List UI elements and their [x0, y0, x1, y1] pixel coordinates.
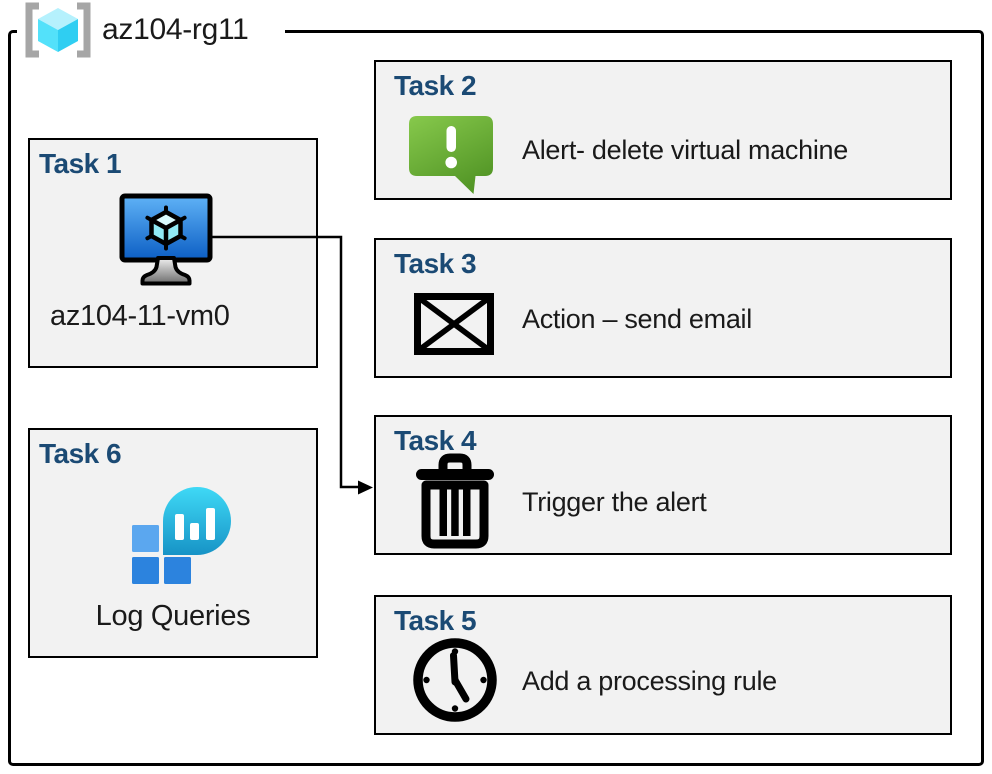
task4-label: Trigger the alert [522, 487, 707, 517]
task2-title: Task 2 [394, 70, 477, 101]
task4-title: Task 4 [394, 425, 477, 456]
resource-group-icon [25, 2, 91, 58]
task1-title: Task 1 [39, 148, 122, 179]
resource-group-title: az104-rg11 [102, 13, 249, 46]
task6-box: Task 6 Log Queries [28, 428, 318, 658]
task1-label: az104-11-vm0 [50, 300, 230, 332]
task5-title: Task 5 [394, 605, 477, 636]
virtual-machine-icon [119, 193, 213, 286]
task3-title: Task 3 [394, 248, 477, 279]
task5-label: Add a processing rule [522, 666, 777, 696]
task1-box: Task 1 [28, 138, 318, 368]
trash-can-icon [416, 453, 494, 549]
task5-box: Task 5 Add a processing rule [374, 595, 952, 735]
task6-title: Task 6 [39, 438, 122, 469]
task2-label: Alert- delete virtual machine [522, 135, 848, 165]
task3-box: Task 3 Action – send email [374, 238, 952, 378]
task6-label: Log Queries [95, 600, 251, 632]
border-gap [17, 26, 285, 37]
task4-box: Task 4 Trigger the alert [374, 415, 952, 555]
task3-label: Action – send email [522, 304, 752, 334]
email-envelope-icon [414, 293, 494, 355]
alert-message-icon [409, 116, 493, 194]
log-analytics-icon [132, 487, 231, 584]
clock-icon [413, 638, 497, 722]
task2-box: Task 2 Alert- delete virtual machine [374, 60, 952, 200]
resource-group-container [8, 30, 984, 766]
